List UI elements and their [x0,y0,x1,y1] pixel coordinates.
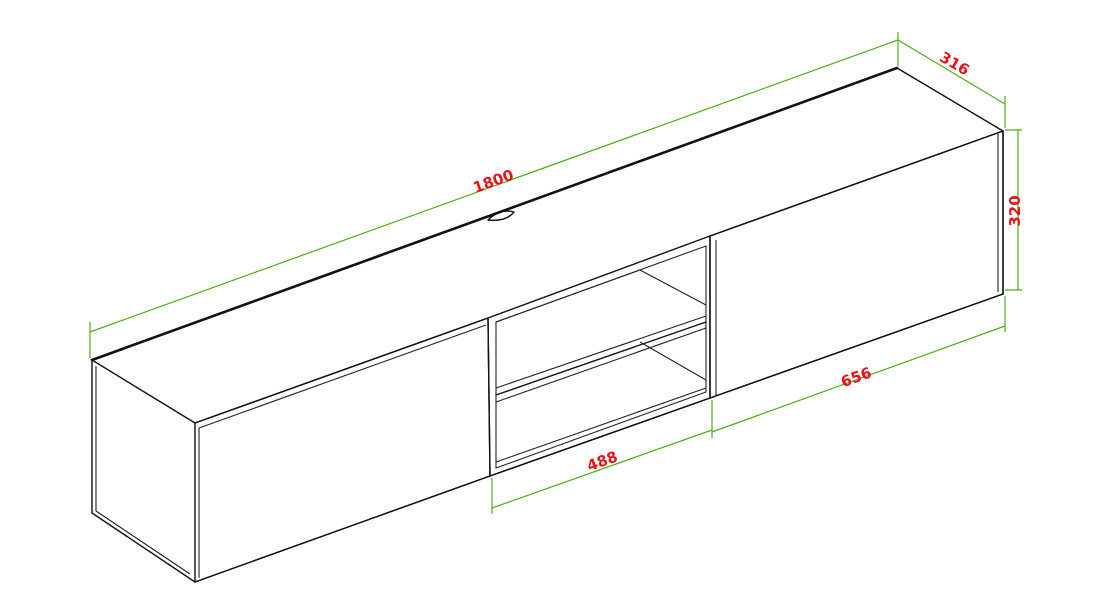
dimension-height: 320 [1005,129,1024,291]
shelf-lower-back-diagonal [639,341,707,381]
left-side-bottom [91,512,196,583]
middle-shelf-front [495,321,707,396]
dim-opening-label: 488 [585,448,621,476]
middle-shelf-top [495,315,707,389]
left-door [194,317,491,583]
left-side-inner-bottom [95,510,191,575]
dimension-length: 1800 [89,32,899,358]
left-door-top-inner [198,324,487,429]
right-door [709,130,1004,399]
cable-hole [487,210,515,222]
cabinet-outline [90,66,1004,583]
shelf-inner-opening [495,245,707,469]
dimension-opening-width: 488 [491,429,713,514]
dim-length-label: 1800 [471,166,516,197]
dim-length-line [89,39,899,333]
dim-height-label: 320 [1006,195,1024,226]
open-shelf-section [487,235,711,477]
shelf-back-top [495,269,641,323]
dim-door-line [711,325,1006,433]
middle-shelf-bottom [495,327,707,403]
dim-opening-line [491,429,713,509]
dimension-depth: 316 [897,39,1006,128]
dim-depth-line [897,39,1006,105]
left-side-top [91,359,196,424]
right-door-face [709,130,1004,399]
top-right-edge [896,67,1004,132]
dim-door-label: 656 [839,364,875,392]
shelf-front-frame [487,235,711,477]
dimension-door-width: 656 [711,296,1006,438]
bottom-shelf-line [495,387,707,463]
left-door-face [194,317,491,583]
shelf-upper-back-diagonal [639,269,707,306]
dim-depth-label: 316 [936,48,972,79]
